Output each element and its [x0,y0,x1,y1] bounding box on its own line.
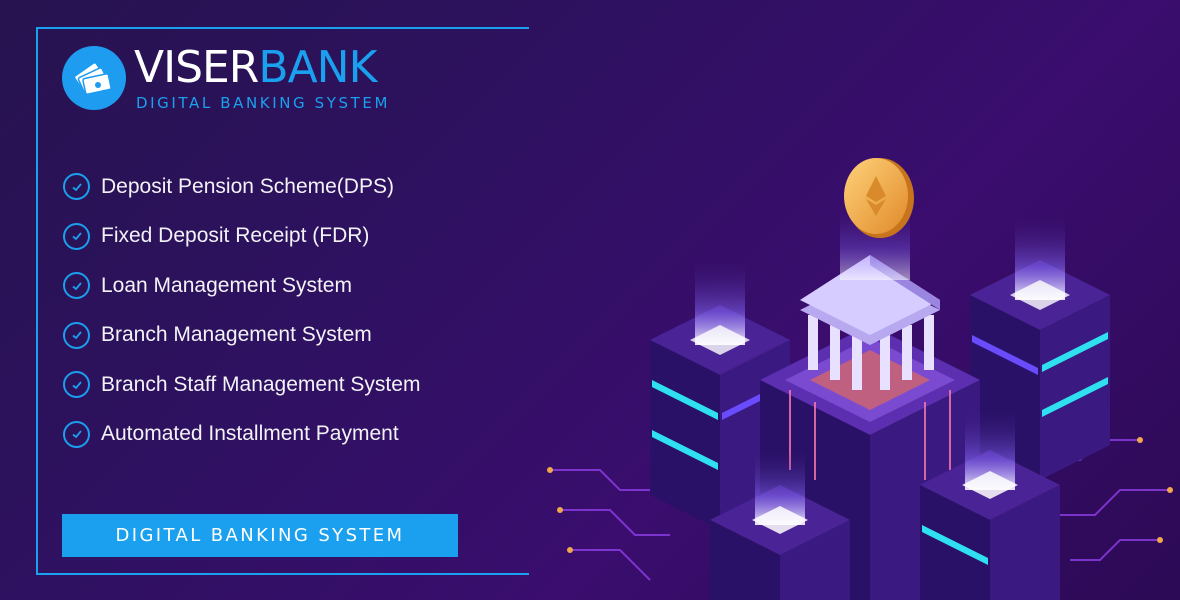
digital-banking-button[interactable]: DIGITAL BANKING SYSTEM [62,514,458,557]
feature-label: Branch Staff Management System [101,372,421,396]
check-circle-icon [63,321,90,349]
bank-building-icon [800,255,940,390]
server-tower-bottom-right [920,410,1060,600]
feature-item: Automated Installment Payment [63,410,420,460]
check-circle-icon [63,420,90,448]
frame-corner-bottom [527,573,529,575]
brand-name-part2: BANK [258,42,377,93]
feature-label: Fixed Deposit Receipt (FDR) [101,224,370,248]
coin-icon [840,158,914,280]
content-frame [36,27,528,575]
brand-tagline: DIGITAL BANKING SYSTEM [136,94,391,112]
feature-item: Branch Management System [63,311,420,361]
feature-label: Loan Management System [101,273,352,297]
feature-item: Loan Management System [63,261,420,311]
feature-label: Automated Installment Payment [101,422,399,446]
feature-item: Branch Staff Management System [63,360,420,410]
check-circle-icon [63,371,90,399]
feature-label: Branch Management System [101,323,372,347]
frame-corner-top [527,27,529,29]
server-tower-bottom-left [710,450,850,600]
money-stack-icon [62,46,126,110]
feature-label: Deposit Pension Scheme(DPS) [101,174,394,198]
bank-server-illustration [547,158,1173,600]
check-circle-icon [63,173,90,201]
feature-list: Deposit Pension Scheme(DPS) Fixed Deposi… [63,162,420,459]
feature-item: Deposit Pension Scheme(DPS) [63,162,420,212]
brand-name-part1: VISER [134,42,259,93]
check-circle-icon [63,222,90,250]
feature-item: Fixed Deposit Receipt (FDR) [63,212,420,262]
brand-name: VISERBANK [134,42,377,93]
check-circle-icon [63,272,90,300]
